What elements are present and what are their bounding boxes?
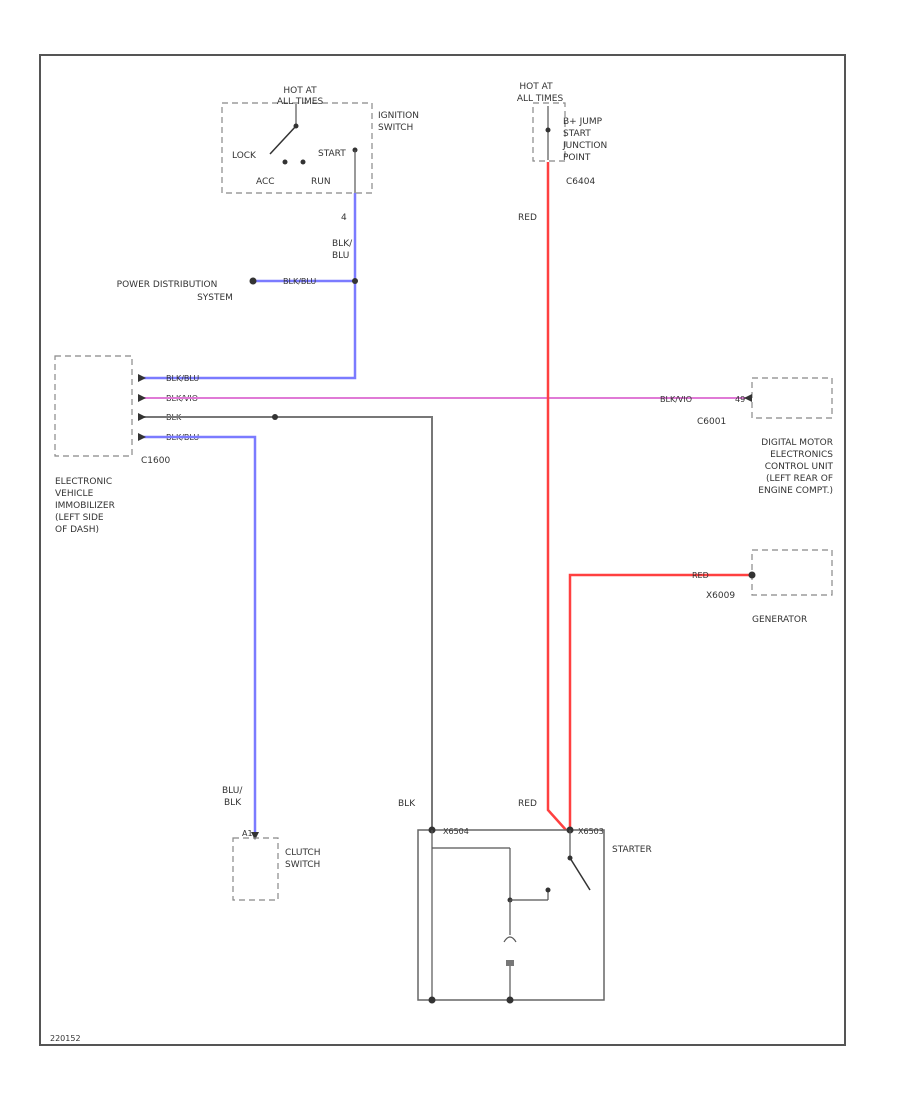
clutch-pin-label: A1 (242, 829, 253, 838)
generator-terminal-dot (748, 571, 756, 579)
starter-box (417, 829, 605, 1001)
wire-blu-blk-clutch (138, 435, 257, 832)
ignition-pin-label: 4 (341, 213, 347, 223)
dme-label-line3: CONTROL UNIT (765, 462, 834, 472)
dme-pin-label: 49 (735, 395, 745, 404)
dme-wire-label: BLK/VIO (660, 395, 692, 404)
jump-start-label-line1: B+ JUMP (563, 117, 603, 127)
diagram-frame (39, 54, 846, 1046)
starter-motor-brush (503, 936, 517, 943)
starter-red-wire-label: RED (518, 799, 537, 809)
immobilizer-label-line3: IMMOBILIZER (55, 501, 115, 511)
starter-switch-blade (569, 857, 591, 891)
jump-start-wire-label: RED (518, 213, 537, 223)
immobilizer-label-line4: (LEFT SIDE (55, 513, 104, 523)
ignition-switch-name-line2: SWITCH (378, 123, 413, 133)
ignition-lock-label: LOCK (232, 151, 257, 161)
wire-red-generator (568, 573, 752, 830)
ignition-wire-label-line1: BLK/ (332, 239, 353, 249)
generator-connector-label: X6009 (706, 591, 735, 601)
clutch-wire-label-line2: BLK (224, 798, 242, 808)
starter-pin-left-label: X6504 (443, 827, 469, 836)
ignition-contact-run (300, 159, 306, 165)
jump-start-label-line3: JUNCTION (562, 141, 607, 151)
dme-connector-label: C6001 (697, 417, 726, 427)
immobilizer-pin-4 (138, 433, 146, 441)
wire-blk-starter (138, 416, 433, 830)
power-dist-connector-dot (249, 277, 257, 285)
ignition-contact-acc (282, 159, 288, 165)
starter-name: STARTER (612, 845, 652, 855)
clutch-switch-name-line1: CLUTCH (285, 848, 320, 858)
dme-pin (744, 394, 752, 402)
immobilizer-wire1-label: BLK/BLU (166, 374, 199, 383)
jump-start-point: HOT AT ALL TIMES B+ JUMP START JUNCTION … (517, 82, 607, 223)
starter: BLK RED X6504 X6503 STARTER (398, 799, 652, 1004)
immobilizer-pin-1 (138, 374, 146, 382)
immobilizer-label-line1: ELECTRONIC (55, 477, 112, 487)
immobilizer-connector-label: C1600 (141, 456, 170, 466)
clutch-switch-name-line2: SWITCH (285, 860, 320, 870)
generator-name: GENERATOR (752, 615, 807, 625)
starter-motor-symbol (506, 960, 514, 966)
immobilizer-label-line2: VEHICLE (55, 489, 94, 499)
jump-start-connector: C6404 (566, 177, 595, 187)
power-dist-label-line2: SYSTEM (197, 293, 233, 303)
starter-pin-right-label: X6503 (578, 827, 604, 836)
jump-start-box (532, 102, 566, 162)
ignition-hot-at-line1: HOT AT (283, 86, 317, 96)
ignition-wire-label-line2: BLU (332, 251, 349, 261)
jump-start-hot-at-line1: HOT AT (519, 82, 553, 92)
dme-control-unit: BLK/VIO 49 C6001 DIGITAL MOTOR ELECTRONI… (660, 377, 834, 496)
ignition-switch-box (221, 102, 373, 194)
diagram-code: 220152 (50, 1034, 81, 1043)
ignition-hot-at-line2: ALL TIMES (277, 97, 324, 107)
splice-dot-power-dist (352, 278, 358, 284)
power-dist-wire-label: BLK/BLU (283, 277, 316, 286)
wire-blk-blu-ignition (138, 193, 357, 380)
dme-label-line4: (LEFT REAR OF (766, 474, 833, 484)
immobilizer-label-line5: OF DASH) (55, 525, 99, 535)
starter-blk-wire-label: BLK (398, 799, 416, 809)
starter-contact-dot (545, 887, 551, 893)
ignition-switch-name-line1: IGNITION (378, 111, 419, 121)
jump-start-hot-at-line2: ALL TIMES (517, 94, 564, 104)
splice-dot-blk (272, 414, 278, 420)
clutch-switch: BLU/ BLK A1 CLUTCH SWITCH (222, 786, 320, 901)
dme-label-line5: ENGINE COMPT.) (758, 486, 833, 496)
clutch-pin (251, 832, 259, 840)
starter-ground-dot-left (428, 996, 436, 1004)
generator-wire-label: RED (692, 571, 709, 580)
ignition-switch-blade (269, 125, 297, 155)
starter-ground-dot-right (506, 996, 514, 1004)
generator-box (751, 549, 833, 596)
immobilizer: BLK/BLU BLK/VIO BLK BLK/BLU C1600 ELECTR… (54, 355, 199, 535)
jump-start-terminal-dot (545, 127, 551, 133)
dme-label-line1: DIGITAL MOTOR (761, 438, 833, 448)
jump-start-label-line2: START (563, 129, 591, 139)
dme-box (751, 377, 833, 419)
immobilizer-connector-pins (138, 374, 146, 441)
ignition-start-label: START (318, 149, 346, 159)
immobilizer-pin-2 (138, 394, 146, 402)
clutch-wire-label-line1: BLU/ (222, 786, 243, 796)
jump-start-label-line4: POINT (563, 153, 591, 163)
immobilizer-box (54, 355, 133, 457)
power-dist-label-line1: POWER DISTRIBUTION (117, 280, 218, 290)
wire-red-jump-start (546, 162, 567, 831)
immobilizer-pin-3 (138, 413, 146, 421)
clutch-switch-box (232, 837, 279, 901)
dme-label-line2: ELECTRONICS (770, 450, 833, 460)
ignition-switch: HOT AT ALL TIMES IGNITION SWITCH LOCK ST… (221, 86, 419, 261)
generator: RED X6009 GENERATOR (692, 549, 833, 625)
ignition-run-label: RUN (311, 177, 331, 187)
ignition-acc-label: ACC (256, 177, 275, 187)
